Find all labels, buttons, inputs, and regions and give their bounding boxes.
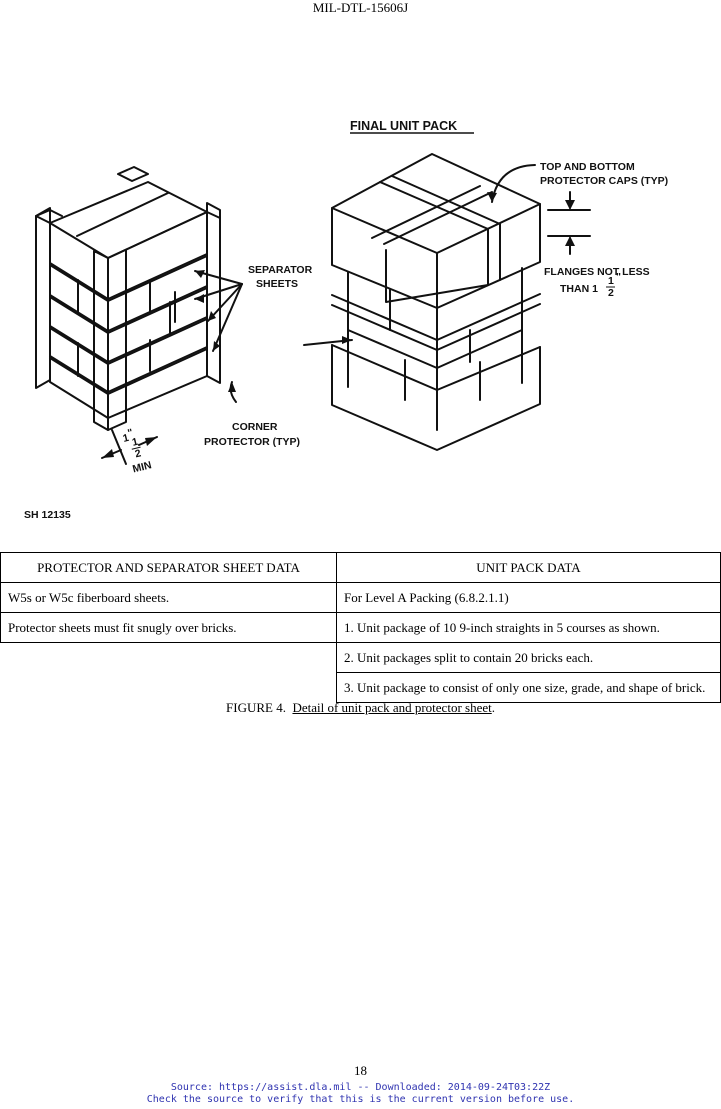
min-dimension-label: 1 " 1 2 MIN <box>122 427 153 476</box>
separator-label-line2: SHEETS <box>256 278 298 290</box>
table-row: 3. Unit package to consist of only one s… <box>0 672 721 703</box>
source-footer: Source: https://assist.dla.mil -- Downlo… <box>0 1082 721 1106</box>
source-line: Source: https://assist.dla.mil -- Downlo… <box>170 1082 551 1093</box>
flanges-label-line1: FLANGES NOT LESS <box>544 266 650 278</box>
min-frac-num: 1 <box>131 436 140 449</box>
figure-caption: FIGURE 4. Detail of unit pack and protec… <box>0 700 721 716</box>
separator-label-line1: SEPARATOR <box>248 264 313 276</box>
protector-separator-data-table: PROTECTOR AND SEPARATOR SHEET DATA UNIT … <box>0 552 721 703</box>
table-cell: W5s or W5c fiberboard sheets. <box>0 582 337 613</box>
page-number: 18 <box>354 1063 367 1078</box>
caps-label-line1: TOP AND BOTTOM <box>540 161 635 173</box>
figure-caption-suffix: . <box>491 700 495 715</box>
corner-label-line2: PROTECTOR (TYP) <box>204 436 300 448</box>
min-inch-mark: " <box>126 427 134 440</box>
caps-leader <box>491 164 536 203</box>
final-unit-pack-title: FINAL UNIT PACK <box>350 119 457 133</box>
flanges-frac-den: 2 <box>608 287 614 299</box>
table-cell: 1. Unit package of 10 9-inch straights i… <box>336 612 721 643</box>
table-cell: 2. Unit packages split to contain 20 bri… <box>336 642 721 673</box>
unit-pack-figure: FINAL UNIT PACK TOP AND BOTTOM PROTECTOR… <box>0 100 721 540</box>
corner-label-line1: CORNER <box>232 421 278 433</box>
left-brick-stack-drawing <box>35 166 221 431</box>
figure-caption-title: Detail of unit pack and protector sheet <box>292 700 492 715</box>
header-protector-sheet-data: PROTECTOR AND SEPARATOR SHEET DATA <box>0 552 337 583</box>
table-row: W5s or W5c fiberboard sheets. For Level … <box>0 582 721 613</box>
verify-line: Check the source to verify that this is … <box>146 1094 575 1105</box>
figure-caption-prefix: FIGURE 4. <box>226 700 286 715</box>
table-row: 2. Unit packages split to contain 20 bri… <box>0 642 721 673</box>
table-cell-empty <box>0 642 337 673</box>
document-id: MIL-DTL-15606J <box>312 0 409 15</box>
min-text: MIN <box>131 459 153 475</box>
min-whole: 1 <box>122 432 131 445</box>
flanges-label-line2: THAN 1 <box>560 283 598 295</box>
table-cell-empty <box>0 672 337 703</box>
sheet-number: SH 12135 <box>24 509 71 521</box>
final-unit-pack-drawing <box>331 153 541 451</box>
flanges-frac-num: 1 <box>608 275 614 287</box>
separator-leader-lines <box>194 270 243 352</box>
caps-label-line2: PROTECTOR CAPS (TYP) <box>540 175 668 187</box>
header-unit-pack-data: UNIT PACK DATA <box>336 552 721 583</box>
min-frac-den: 2 <box>134 447 143 460</box>
table-cell: For Level A Packing (6.8.2.1.1) <box>336 582 721 613</box>
table-cell: 3. Unit package to consist of only one s… <box>336 672 721 703</box>
table-header-row: PROTECTOR AND SEPARATOR SHEET DATA UNIT … <box>0 552 721 583</box>
table-cell: Protector sheets must fit snugly over br… <box>0 612 337 643</box>
flanges-inch-mark: " <box>616 271 621 283</box>
table-row: Protector sheets must fit snugly over br… <box>0 612 721 643</box>
